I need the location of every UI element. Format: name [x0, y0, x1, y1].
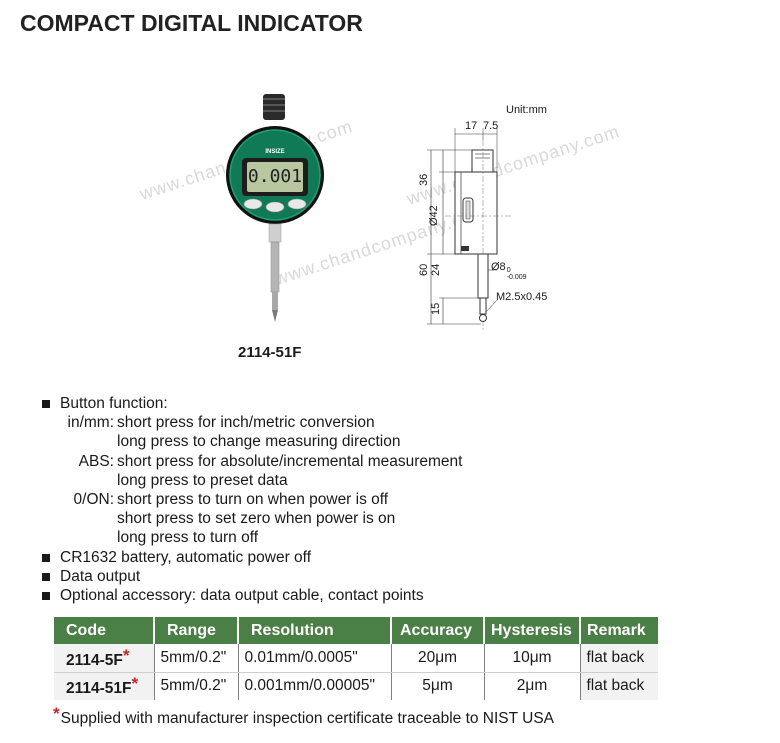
table-header-row: Code Range Resolution Accuracy Hysteresi… — [54, 617, 658, 644]
cell-resolution: 0.01mm/0.0005" — [238, 644, 392, 673]
button-row: 0/ON: short press to turn on when power … — [42, 490, 462, 509]
cell-code: 2114-5F* — [54, 644, 155, 673]
button-desc: long press to preset data — [117, 471, 288, 489]
unit-label: Unit:mm — [506, 104, 547, 116]
button-row: long press to change measuring direction — [42, 432, 462, 451]
dimension-diagram — [427, 128, 513, 330]
button-desc: short press for inch/metric conversion — [117, 414, 375, 432]
stem-tol-lower: -0.009 — [506, 274, 527, 281]
button-row: long press to preset data — [42, 471, 462, 490]
button-key: 0/ON: — [73, 491, 114, 509]
dim-36: 36 — [418, 173, 430, 186]
dim-15: 15 — [430, 302, 442, 315]
feature-list: Button function: in/mm: short press for … — [42, 394, 462, 605]
footnote-text: Supplied with manufacturer inspection ce… — [60, 710, 554, 727]
column-header: Remark — [580, 617, 658, 644]
feature-text: Optional accessory: data output cable, c… — [60, 587, 424, 605]
list-item: Button function: — [42, 394, 462, 413]
bullet-icon — [42, 400, 50, 408]
code-text: 2114-5F — [66, 651, 123, 669]
asterisk-icon: * — [53, 704, 60, 723]
button-row: long press to turn off — [42, 528, 462, 547]
cell-accuracy: 20μm — [391, 644, 485, 673]
page-title: COMPACT DIGITAL INDICATOR — [20, 10, 363, 36]
column-header: Hysteresis — [484, 617, 581, 644]
cell-hysteresis: 10μm — [484, 644, 581, 673]
code-text: 2114-51F — [66, 680, 132, 698]
dim-60: 60 — [418, 263, 430, 276]
dim-17: 17 — [465, 120, 478, 132]
cell-accuracy: 5μm — [391, 672, 485, 700]
button-desc: short press to turn on when power is off — [117, 491, 389, 509]
cell-hysteresis: 2μm — [484, 672, 581, 700]
column-header: Resolution — [238, 617, 392, 644]
asterisk-icon: * — [122, 645, 130, 665]
spec-table: Code Range Resolution Accuracy Hysteresi… — [54, 617, 658, 700]
asterisk-icon: * — [131, 674, 139, 694]
cell-resolution: 0.001mm/0.00005" — [238, 672, 392, 700]
cell-remark: flat back — [580, 672, 658, 700]
bullet-icon — [42, 572, 50, 581]
stem-tol-upper: 0 — [506, 267, 511, 274]
button-row: short press to set zero when power is on — [42, 509, 462, 528]
cell-range: 5mm/0.2" — [154, 672, 239, 700]
table-row: 2114-5F* 5mm/0.2" 0.01mm/0.0005" 20μm 10… — [54, 644, 658, 673]
dim-24: 24 — [430, 263, 442, 276]
model-caption: 2114-51F — [238, 344, 302, 361]
button-row: ABS: short press for absolute/incrementa… — [42, 452, 463, 471]
button-desc: long press to change measuring direction — [117, 433, 401, 451]
stem-dia-label: Ø8 — [491, 261, 506, 273]
cell-code: 2114-51F* — [54, 672, 155, 700]
dim-dia-42: Ø42 — [428, 205, 440, 226]
bullet-icon — [42, 553, 50, 562]
button-row: in/mm: short press for inch/metric conve… — [42, 413, 462, 432]
list-item: Optional accessory: data output cable, c… — [42, 586, 462, 605]
button-key: ABS: — [78, 452, 114, 470]
list-item: Data output — [42, 567, 462, 586]
feature-text: CR1632 battery, automatic power off — [60, 548, 312, 566]
cell-remark: flat back — [580, 644, 658, 673]
lcd-display-value: 0.001 — [247, 166, 303, 187]
dim-7-5: 7.5 — [483, 120, 499, 132]
button-desc: long press to turn off — [117, 529, 259, 547]
button-key: in/mm: — [67, 414, 115, 432]
button-desc: short press to set zero when power is on — [117, 510, 396, 528]
column-header: Range — [154, 617, 239, 644]
indicator-photo — [226, 94, 324, 322]
button-desc: short press for absolute/incremental mea… — [117, 452, 463, 470]
bullet-icon — [42, 592, 50, 601]
column-header: Accuracy — [391, 617, 485, 644]
column-header: Code — [54, 617, 155, 644]
brand-badge: INSIZE — [265, 149, 285, 155]
table-row: 2114-51F* 5mm/0.2" 0.001mm/0.00005" 5μm … — [54, 672, 658, 700]
list-item: CR1632 battery, automatic power off — [42, 548, 462, 567]
feature-text: Data output — [60, 567, 141, 585]
button-function-label: Button function: — [60, 395, 168, 412]
dim-thread: M2.5x0.45 — [496, 291, 548, 303]
cell-range: 5mm/0.2" — [154, 644, 239, 673]
footnote: *Supplied with manufacturer inspection c… — [53, 704, 554, 728]
